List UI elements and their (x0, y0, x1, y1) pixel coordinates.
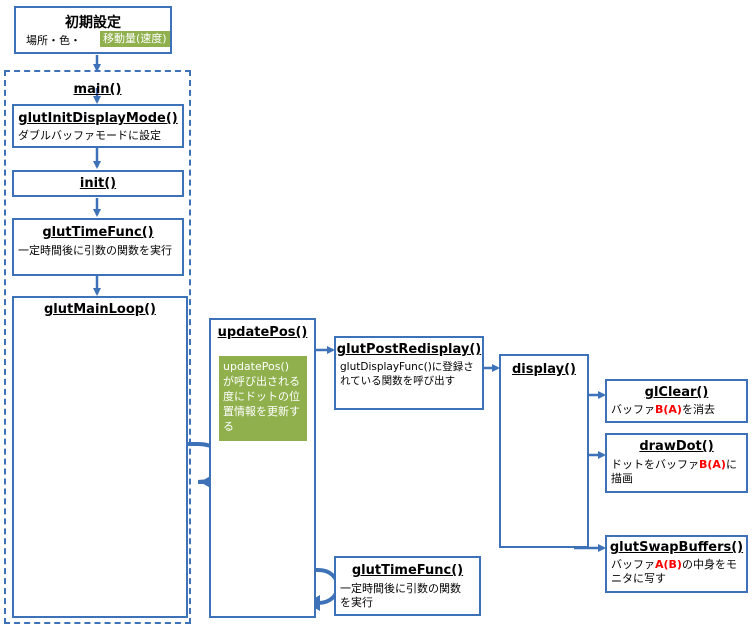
glut-main-loop-box: glutMainLoop() (12, 296, 188, 618)
glut-swap-buffers-box: glutSwapBuffers() バッファA(B)の中身をモニタに写す (605, 535, 748, 593)
update-pos-note-rest: が呼び出される度にドットの位置情報を更新する (223, 375, 300, 433)
glut-time-func-main-desc: 一定時間後に引数の関数を実行 (18, 244, 172, 257)
init-title: init() (79, 176, 117, 191)
gl-clear-title: glClear() (644, 385, 709, 400)
gl-clear-desc-pre: バッファ (611, 403, 655, 416)
main-container: main() (4, 70, 191, 624)
draw-dot-desc-buffer: B(A) (699, 458, 726, 471)
draw-dot-desc: ドットをバッファB(A)に描画 (607, 455, 746, 486)
main-title: main() (73, 82, 122, 97)
init-settings-highlight: 移動量(速度) (100, 31, 170, 47)
glut-post-redisplay-desc: glutDisplayFunc()に登録されている関数を呼び出す (340, 361, 474, 387)
draw-dot-desc-pre: ドットをバッファ (611, 458, 699, 471)
glut-init-display-mode-desc: ダブルバッファモードに設定 (18, 129, 161, 142)
draw-dot-desc-post: に描画 (611, 458, 737, 485)
glut-time-func-main-box: glutTimeFunc() 一定時間後に引数の関数を実行 (12, 218, 184, 276)
glut-swap-buffers-title: glutSwapBuffers() (609, 540, 744, 555)
glut-init-display-mode-title: glutInitDisplayMode() (18, 111, 178, 126)
display-box: display() (499, 354, 589, 548)
glut-main-loop-title: glutMainLoop() (44, 302, 156, 317)
glut-time-func-update-title: glutTimeFunc() (351, 563, 464, 578)
gl-clear-box: glClear() バッファB(A)を消去 (605, 379, 748, 423)
glut-init-display-mode-box: glutInitDisplayMode() ダブルバッファモードに設定 (12, 104, 184, 148)
glut-post-redisplay-title: glutPostRedisplay() (336, 342, 482, 357)
gl-clear-desc: バッファB(A)を消去 (607, 401, 746, 417)
glut-swap-buffers-desc-buffer: A(B) (655, 558, 682, 571)
gl-clear-desc-post: を消去 (681, 403, 715, 416)
glut-time-func-update-desc: 一定時間後に引数の関数を実行 (340, 582, 461, 609)
draw-dot-box: drawDot() ドットをバッファB(A)に描画 (605, 433, 748, 493)
glut-swap-buffers-desc-pre: バッファ (611, 558, 655, 571)
update-pos-note-line1: updatePos() (223, 360, 290, 373)
gl-clear-desc-buffer: B(A) (655, 403, 682, 416)
glut-post-redisplay-box: glutPostRedisplay() glutDisplayFunc()に登録… (334, 336, 484, 410)
draw-dot-title: drawDot() (639, 439, 714, 454)
update-pos-title: updatePos() (217, 325, 308, 340)
glut-swap-buffers-desc-post: の中身をモニタに写す (611, 558, 737, 585)
update-pos-note: updatePos() が呼び出される度にドットの位置情報を更新する (219, 356, 307, 441)
init-box: init() (12, 170, 184, 197)
glut-time-func-main-title: glutTimeFunc() (42, 225, 154, 240)
glut-swap-buffers-desc: バッファA(B)の中身をモニタに写す (607, 556, 746, 586)
init-settings-title: 初期設定 (65, 15, 121, 31)
init-settings-box: 初期設定 場所・色・ 移動量(速度) (14, 6, 172, 54)
glut-time-func-update-box: glutTimeFunc() 一定時間後に引数の関数を実行 (334, 556, 481, 616)
init-settings-items: 場所・色・ (26, 34, 81, 47)
display-title: display() (512, 362, 576, 377)
